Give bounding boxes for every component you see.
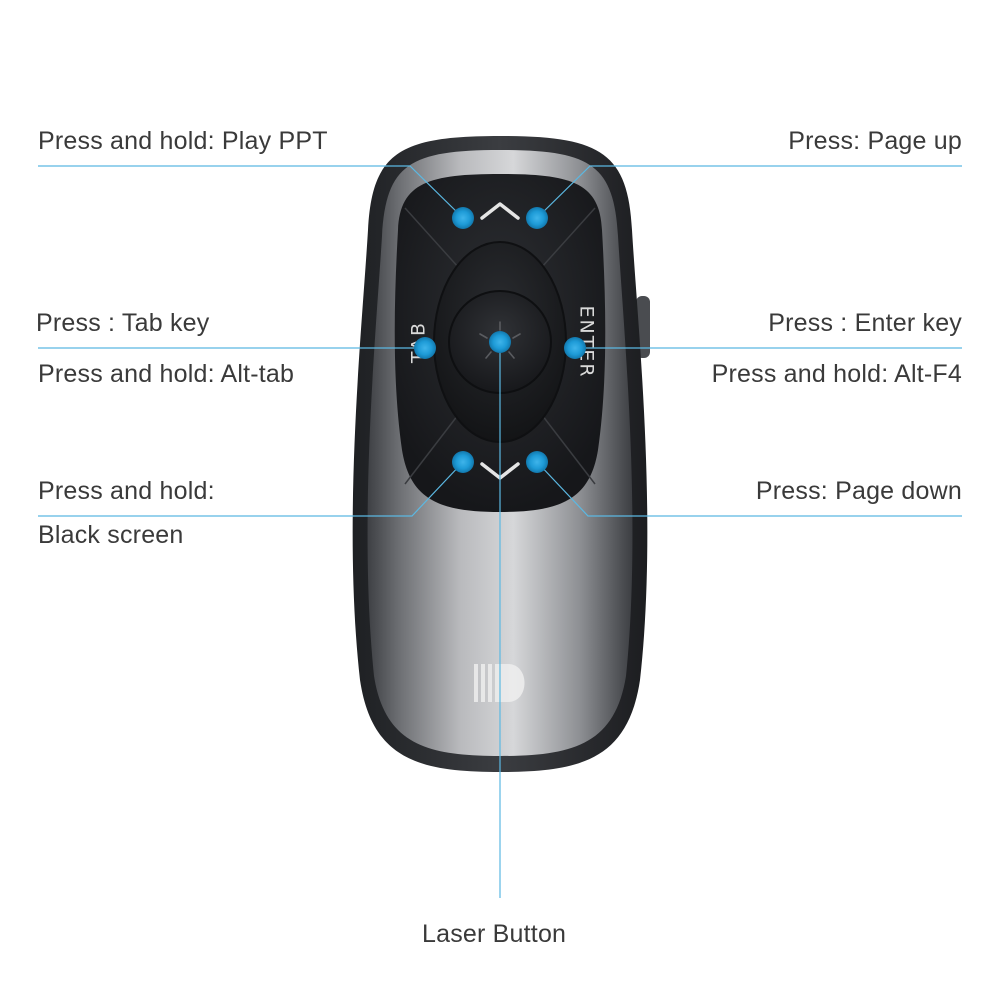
dot-black-screen: [452, 451, 474, 473]
label-page-down: Press: Page down: [755, 477, 962, 505]
chevron-up-icon: [480, 202, 520, 220]
label-black-screen-line1: Press and hold:: [38, 477, 215, 505]
brand-logo-icon: [474, 664, 525, 702]
dot-play-ppt: [452, 207, 474, 229]
label-tab-key: Press : Tab key: [36, 309, 210, 337]
leader-page-down: [536, 461, 962, 517]
label-play-ppt: Press and hold: Play PPT: [38, 127, 328, 155]
label-page-up: Press: Page up: [788, 127, 962, 155]
leader-page-up: [536, 165, 962, 219]
leader-black-screen: [38, 461, 464, 517]
indicator-dots: [414, 207, 586, 473]
label-alt-tab: Press and hold: Alt-tab: [38, 360, 295, 388]
label-laser-button: Laser Button: [422, 920, 567, 948]
leader-lines: [38, 165, 962, 898]
laser-icon: [479, 321, 521, 359]
label-black-screen-line2: Black screen: [38, 521, 184, 549]
dot-laser: [489, 331, 511, 353]
dot-page-up: [526, 207, 548, 229]
dot-enter: [564, 337, 586, 359]
enter-button-text: ENTER: [576, 305, 598, 378]
label-enter-key: Press : Enter key: [768, 309, 962, 337]
dot-tab: [414, 337, 436, 359]
dot-page-down: [526, 451, 548, 473]
leader-play-ppt: [38, 165, 464, 219]
label-alt-f4: Press and hold: Alt-F4: [711, 360, 962, 388]
